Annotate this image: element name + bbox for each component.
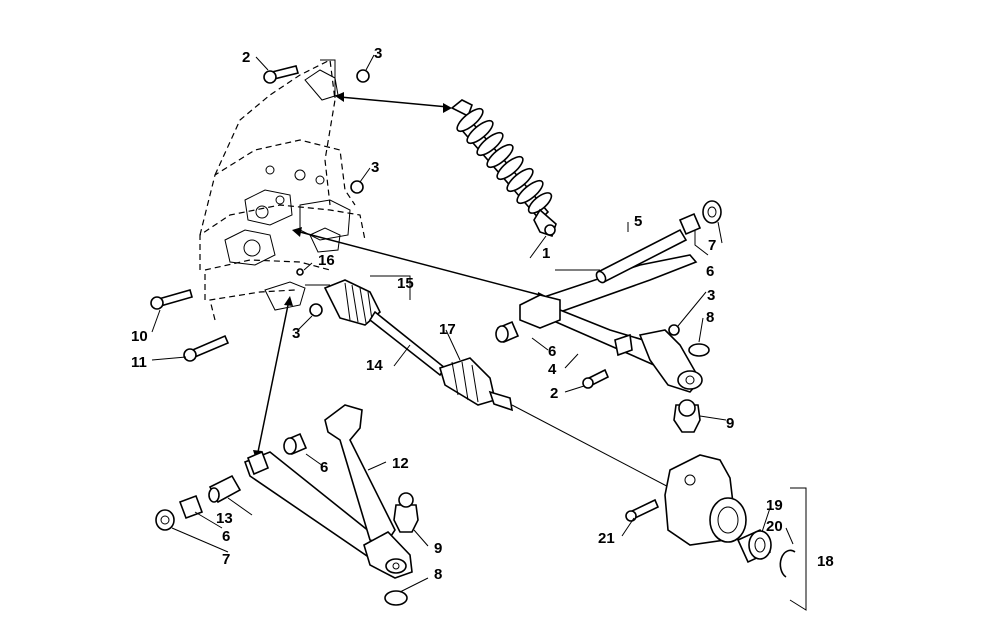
label-part-9-lower: 9	[434, 540, 442, 557]
bushing-upper-right	[678, 200, 722, 236]
label-part-8-upper: 8	[706, 309, 714, 326]
o-ring-upper	[688, 343, 710, 357]
label-part-14: 14	[366, 357, 383, 374]
callout-labels: 1 2 2 3 3 3 3 4 5 6 6 6 6 7 7 8 8 9 9 10…	[131, 45, 834, 583]
label-part-15: 15	[397, 275, 414, 292]
label-part-2-upper-arm: 2	[550, 385, 558, 402]
label-part-20: 20	[766, 518, 783, 535]
label-part-6-lower-left: 6	[222, 528, 230, 545]
label-part-7-lower: 7	[222, 551, 230, 568]
label-part-9-upper: 9	[726, 415, 734, 432]
label-part-8-lower: 8	[434, 566, 442, 583]
label-part-2-top: 2	[242, 49, 250, 66]
label-part-10: 10	[131, 328, 148, 345]
label-part-4: 4	[548, 361, 557, 378]
o-ring-lower	[384, 590, 408, 606]
label-part-1: 1	[542, 245, 550, 262]
label-part-6-upper-right: 6	[706, 263, 714, 280]
pivot-tube-upper	[595, 228, 688, 284]
label-part-13: 13	[216, 510, 233, 527]
steering-knuckle	[664, 454, 747, 546]
label-part-6-lower-top: 6	[320, 459, 328, 476]
label-part-21: 21	[598, 530, 615, 547]
ball-joint-upper	[673, 399, 701, 433]
lower-a-arm	[243, 404, 413, 579]
label-part-16: 16	[318, 252, 335, 269]
label-part-18: 18	[817, 553, 834, 570]
label-part-17: 17	[439, 321, 456, 338]
pivot-tube-lower	[208, 474, 242, 504]
label-part-3-lower: 3	[292, 325, 300, 342]
ball-joint-lower	[393, 492, 419, 533]
drive-axle	[323, 279, 514, 412]
bushing-upper-left	[495, 320, 520, 344]
label-part-19: 19	[766, 497, 783, 514]
shock-absorber	[450, 99, 557, 238]
label-part-3-upper-arm: 3	[707, 287, 715, 304]
upper-a-arm	[519, 254, 703, 393]
label-part-3-mid: 3	[371, 159, 379, 176]
label-part-7-upper: 7	[708, 237, 716, 254]
bushing-lower-top	[283, 432, 308, 456]
callout-leaders	[151, 54, 794, 593]
bushing-lower-left	[155, 494, 204, 531]
label-part-11: 11	[131, 354, 147, 371]
fasteners	[150, 65, 680, 522]
label-part-12: 12	[392, 455, 409, 472]
label-part-3-top: 3	[374, 45, 382, 62]
label-part-5: 5	[634, 213, 642, 230]
wheel-bearing	[736, 528, 772, 564]
label-part-6-upper-left: 6	[548, 343, 556, 360]
snap-ring	[779, 549, 796, 578]
